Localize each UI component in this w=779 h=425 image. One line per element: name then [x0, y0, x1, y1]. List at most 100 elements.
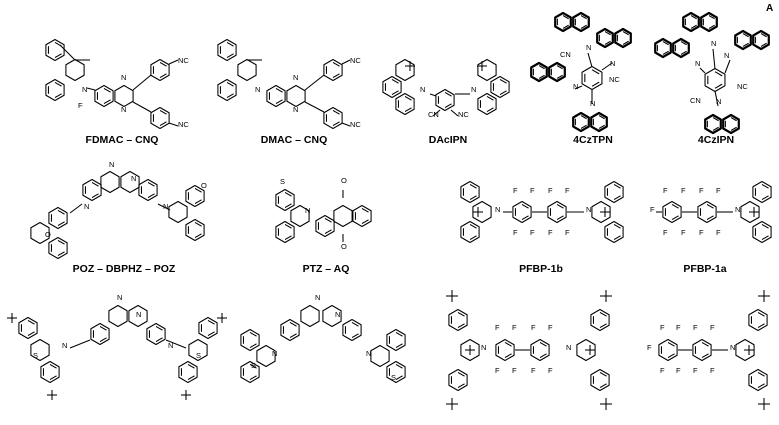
- molecule-pfbp-1a: [656, 180, 772, 244]
- svg-text:F: F: [663, 228, 668, 237]
- svg-text:F: F: [530, 186, 535, 195]
- svg-text:F: F: [710, 366, 715, 375]
- svg-text:F: F: [512, 366, 517, 375]
- caption-4czipn: 4CzIPN: [698, 134, 734, 146]
- caption-fdmac-cnq: FDMAC – CNQ: [86, 134, 159, 146]
- atom-label: NC: [609, 75, 620, 84]
- atom-label: CN: [690, 96, 701, 105]
- molecule-tbu-pfbp-1b: [446, 290, 612, 410]
- caption-pfbp-1b: PFBP-1b: [519, 263, 563, 275]
- svg-text:F: F: [681, 186, 686, 195]
- svg-text:F: F: [693, 323, 698, 332]
- atom-label: N: [335, 310, 340, 319]
- svg-text:F: F: [512, 323, 517, 332]
- atom-label: N: [109, 160, 114, 169]
- panel-label: A: [766, 3, 773, 14]
- atom-label: N: [84, 202, 89, 211]
- atom-label: N: [735, 205, 740, 214]
- svg-text:F: F: [676, 323, 681, 332]
- atom-label: N: [293, 73, 298, 82]
- atom-label: N: [420, 85, 425, 94]
- atom-label: O: [341, 176, 347, 185]
- svg-text:F: F: [676, 366, 681, 375]
- atom-label: N: [62, 341, 67, 350]
- caption-4cztpn: 4CzTPN: [573, 134, 613, 146]
- atom-label: NC: [178, 120, 189, 129]
- svg-text:F: F: [531, 366, 536, 375]
- atom-label: N: [590, 99, 595, 108]
- atom-label: CN: [428, 110, 439, 119]
- svg-text:F: F: [513, 186, 518, 195]
- molecule-dmac-cnq: [217, 38, 351, 130]
- atom-label: N: [121, 105, 126, 114]
- svg-text:F: F: [650, 205, 655, 214]
- atom-label: N: [163, 202, 168, 211]
- svg-text:F: F: [660, 366, 665, 375]
- atom-label: N: [272, 349, 277, 358]
- atom-label: N: [481, 343, 486, 352]
- atom-label: N: [131, 174, 136, 183]
- caption-poz-dbphz-poz: POZ – DBPHZ – POZ: [73, 263, 176, 275]
- svg-text:F: F: [693, 366, 698, 375]
- fluorine-labels: F F F F F F F F: [495, 323, 553, 375]
- caption-dmac-cnq: DMAC – CNQ: [261, 134, 328, 146]
- atom-label: N: [82, 85, 87, 94]
- svg-text:F: F: [513, 228, 518, 237]
- svg-text:F: F: [663, 186, 668, 195]
- molecule-tbu-ptz-dbphz: [7, 304, 227, 400]
- molecule-4czipn: [654, 11, 770, 135]
- atom-label: N: [471, 85, 476, 94]
- molecule-ptz-aq: [275, 188, 372, 244]
- caption-dacipn: DAcIPN: [429, 134, 468, 146]
- atom-label: N: [610, 59, 615, 68]
- caption-ptz-aq: PTZ – AQ: [303, 263, 350, 275]
- svg-text:F: F: [565, 228, 570, 237]
- fluorine-labels: F F F F F F F F F: [650, 186, 721, 237]
- atom-label: N: [695, 59, 700, 68]
- svg-text:F: F: [660, 323, 665, 332]
- molecule-tbu-pfbp-1a: [658, 290, 770, 410]
- svg-text:F: F: [531, 323, 536, 332]
- svg-text:F: F: [647, 343, 652, 352]
- svg-text:F: F: [548, 186, 553, 195]
- atom-label: N: [724, 51, 729, 60]
- svg-text:F: F: [681, 228, 686, 237]
- atom-label: N: [293, 105, 298, 114]
- svg-text:F: F: [495, 366, 500, 375]
- atom-label: N: [495, 205, 500, 214]
- svg-text:F: F: [699, 228, 704, 237]
- molecule-4cztpn: [530, 11, 632, 133]
- svg-text:F: F: [710, 323, 715, 332]
- atom-label: N: [366, 349, 371, 358]
- molecule-ptz-dbphz-ptz: [240, 304, 406, 384]
- atom-label: N: [716, 97, 721, 106]
- atom-label: CN: [560, 50, 571, 59]
- atom-label: N: [711, 39, 716, 48]
- svg-text:F: F: [548, 228, 553, 237]
- atom-label: S: [33, 351, 38, 360]
- svg-text:F: F: [530, 228, 535, 237]
- atom-label: N: [305, 206, 310, 215]
- atom-label: O: [341, 242, 347, 251]
- svg-text:F: F: [565, 186, 570, 195]
- atom-label: N: [586, 43, 591, 52]
- fluorine-labels: F F F F F F F F: [513, 186, 570, 237]
- atom-label: N: [168, 341, 173, 350]
- atom-label: N: [121, 73, 126, 82]
- fluorine-labels: F F F F F F F F F: [647, 323, 715, 375]
- molecule-pfbp-1b: [460, 180, 624, 244]
- svg-text:F: F: [716, 186, 721, 195]
- atom-label: N: [117, 293, 122, 302]
- atom-label: O: [45, 230, 51, 239]
- atom-label: F: [78, 101, 83, 110]
- svg-text:F: F: [495, 323, 500, 332]
- svg-text:F: F: [699, 186, 704, 195]
- atom-label: O: [201, 181, 207, 190]
- atom-label: NC: [458, 110, 469, 119]
- atom-label: S: [391, 373, 396, 382]
- atom-label: N: [730, 343, 735, 352]
- atom-label: N: [586, 205, 591, 214]
- atom-label: N: [566, 343, 571, 352]
- atom-label: N: [573, 82, 578, 91]
